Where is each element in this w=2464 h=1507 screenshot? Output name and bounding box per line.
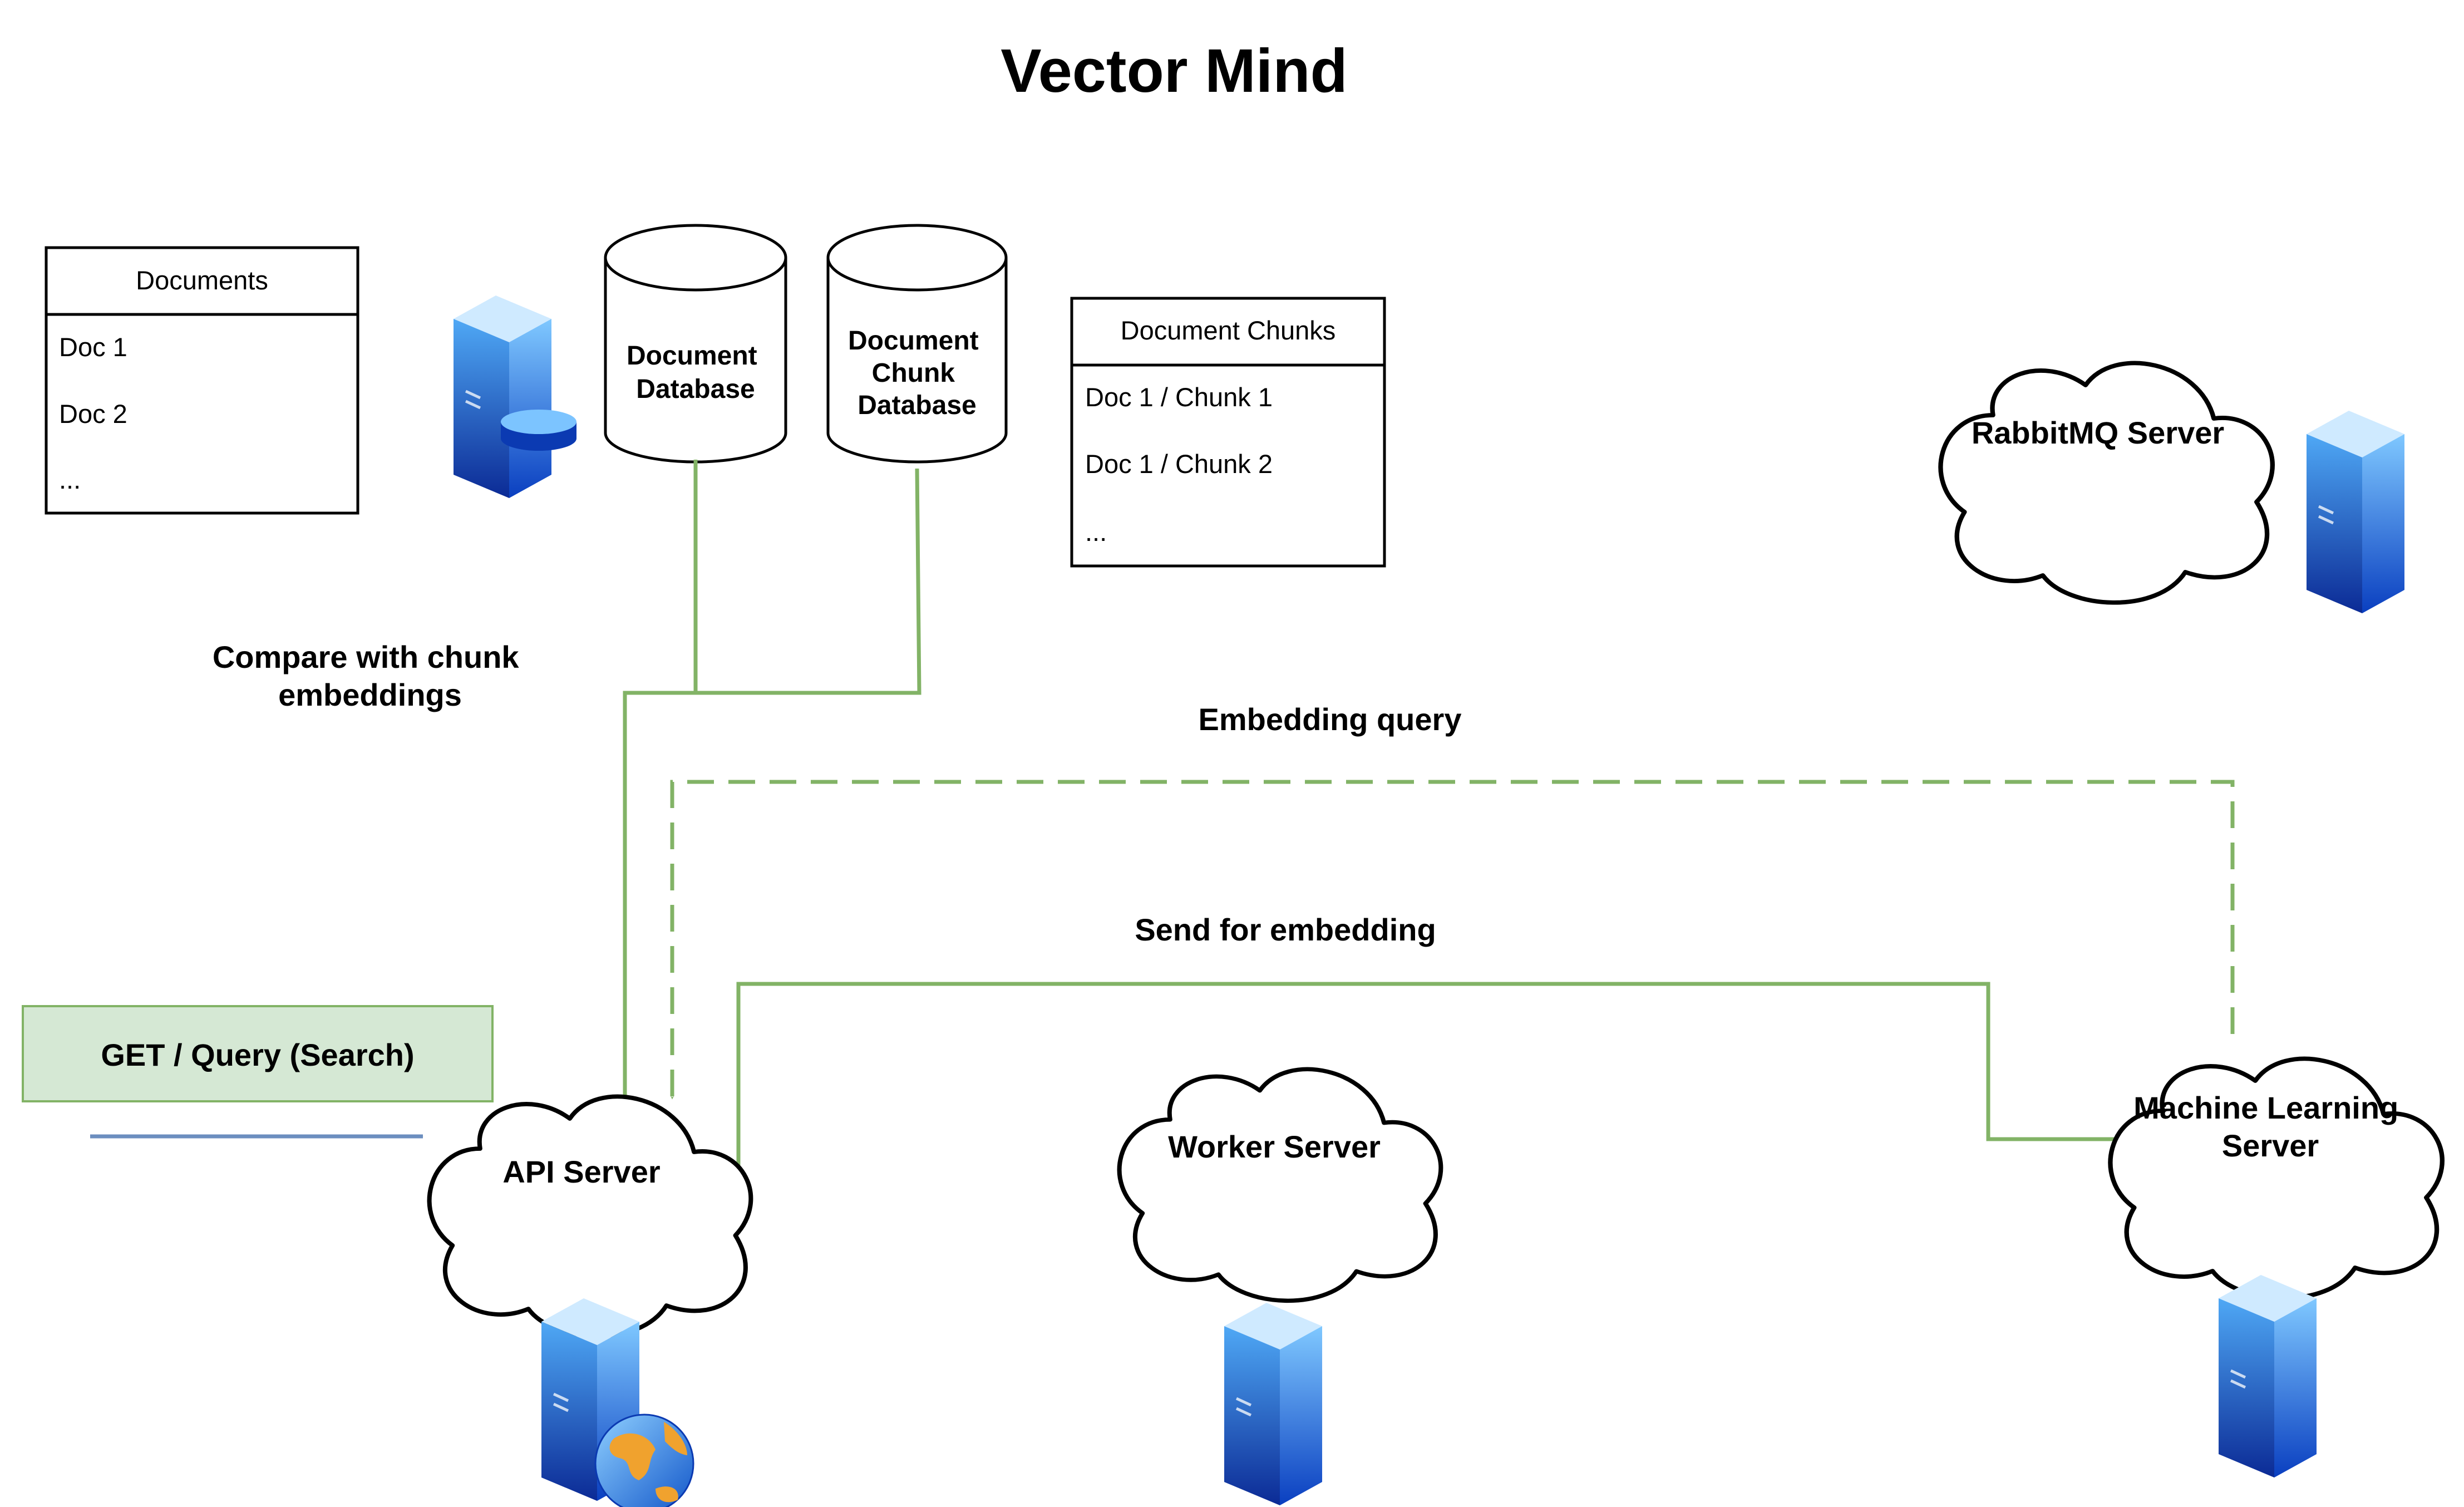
ml-server-label: Server bbox=[2222, 1128, 2319, 1163]
server-database-icon bbox=[454, 296, 576, 498]
worker-server-label: Worker Server bbox=[1168, 1129, 1381, 1164]
compare-edge-label: embeddings bbox=[278, 677, 462, 712]
server-icon bbox=[2219, 1275, 2317, 1478]
database-label: Database bbox=[858, 391, 976, 420]
database-label: Document bbox=[848, 326, 979, 356]
send-for-embedding-label: Send for embedding bbox=[1135, 912, 1436, 947]
documents-row: ... bbox=[59, 465, 81, 494]
server-icon bbox=[2307, 411, 2404, 613]
rabbitmq-server-label: RabbitMQ Server bbox=[1972, 415, 2224, 450]
database-label: Document bbox=[627, 341, 757, 371]
document-chunks-table: Document Chunks Doc 1 / Chunk 1 Doc 1 / … bbox=[1070, 297, 1386, 568]
chunks-table-header: Document Chunks bbox=[1121, 316, 1336, 345]
compare-edge-label: Compare with chunk bbox=[213, 639, 520, 674]
server-icon bbox=[1224, 1303, 1322, 1505]
server-web-icon bbox=[541, 1298, 694, 1507]
api-server-cloud bbox=[430, 1096, 751, 1336]
query-request-box: GET / Query (Search) bbox=[22, 1005, 494, 1102]
svg-text:Compare with chunk embeddi: Compare with chunk embeddings bbox=[213, 639, 528, 712]
documents-table-header: Documents bbox=[136, 265, 268, 295]
diagram-title: Vector Mind bbox=[1001, 37, 1347, 105]
worker-server-cloud bbox=[1120, 1069, 1441, 1301]
query-request-label: GET / Query (Search) bbox=[101, 1037, 414, 1072]
chunk-database: Document Chunk Database bbox=[826, 224, 1008, 464]
document-database: Document Database bbox=[604, 224, 787, 464]
ml-server-label: Machine Learning bbox=[2133, 1090, 2398, 1125]
documents-row: Doc 2 bbox=[59, 399, 127, 429]
chunks-row: ... bbox=[1085, 517, 1107, 546]
chunks-row: Doc 1 / Chunk 2 bbox=[1085, 449, 1273, 479]
svg-text:Document Database: Document Database bbox=[627, 341, 765, 404]
embedding-query-label: Embedding query bbox=[1199, 702, 1462, 737]
svg-text:Machine Learning Server: Machine Learning Server bbox=[2133, 1090, 2407, 1163]
database-label: Database bbox=[636, 375, 755, 404]
api-to-databases-connector bbox=[623, 468, 921, 1099]
rabbitmq-server-cloud bbox=[1941, 363, 2273, 602]
documents-table: Documents Doc 1 Doc 2 ... bbox=[45, 246, 359, 515]
svg-text:Document Chunk Dat: Document Chunk Database bbox=[848, 326, 986, 420]
database-label: Chunk bbox=[872, 358, 955, 388]
api-server-label: API Server bbox=[502, 1154, 660, 1189]
chunks-row: Doc 1 / Chunk 1 bbox=[1085, 382, 1273, 412]
embedding-query-connector bbox=[670, 780, 2235, 1100]
documents-row: Doc 1 bbox=[59, 332, 127, 362]
